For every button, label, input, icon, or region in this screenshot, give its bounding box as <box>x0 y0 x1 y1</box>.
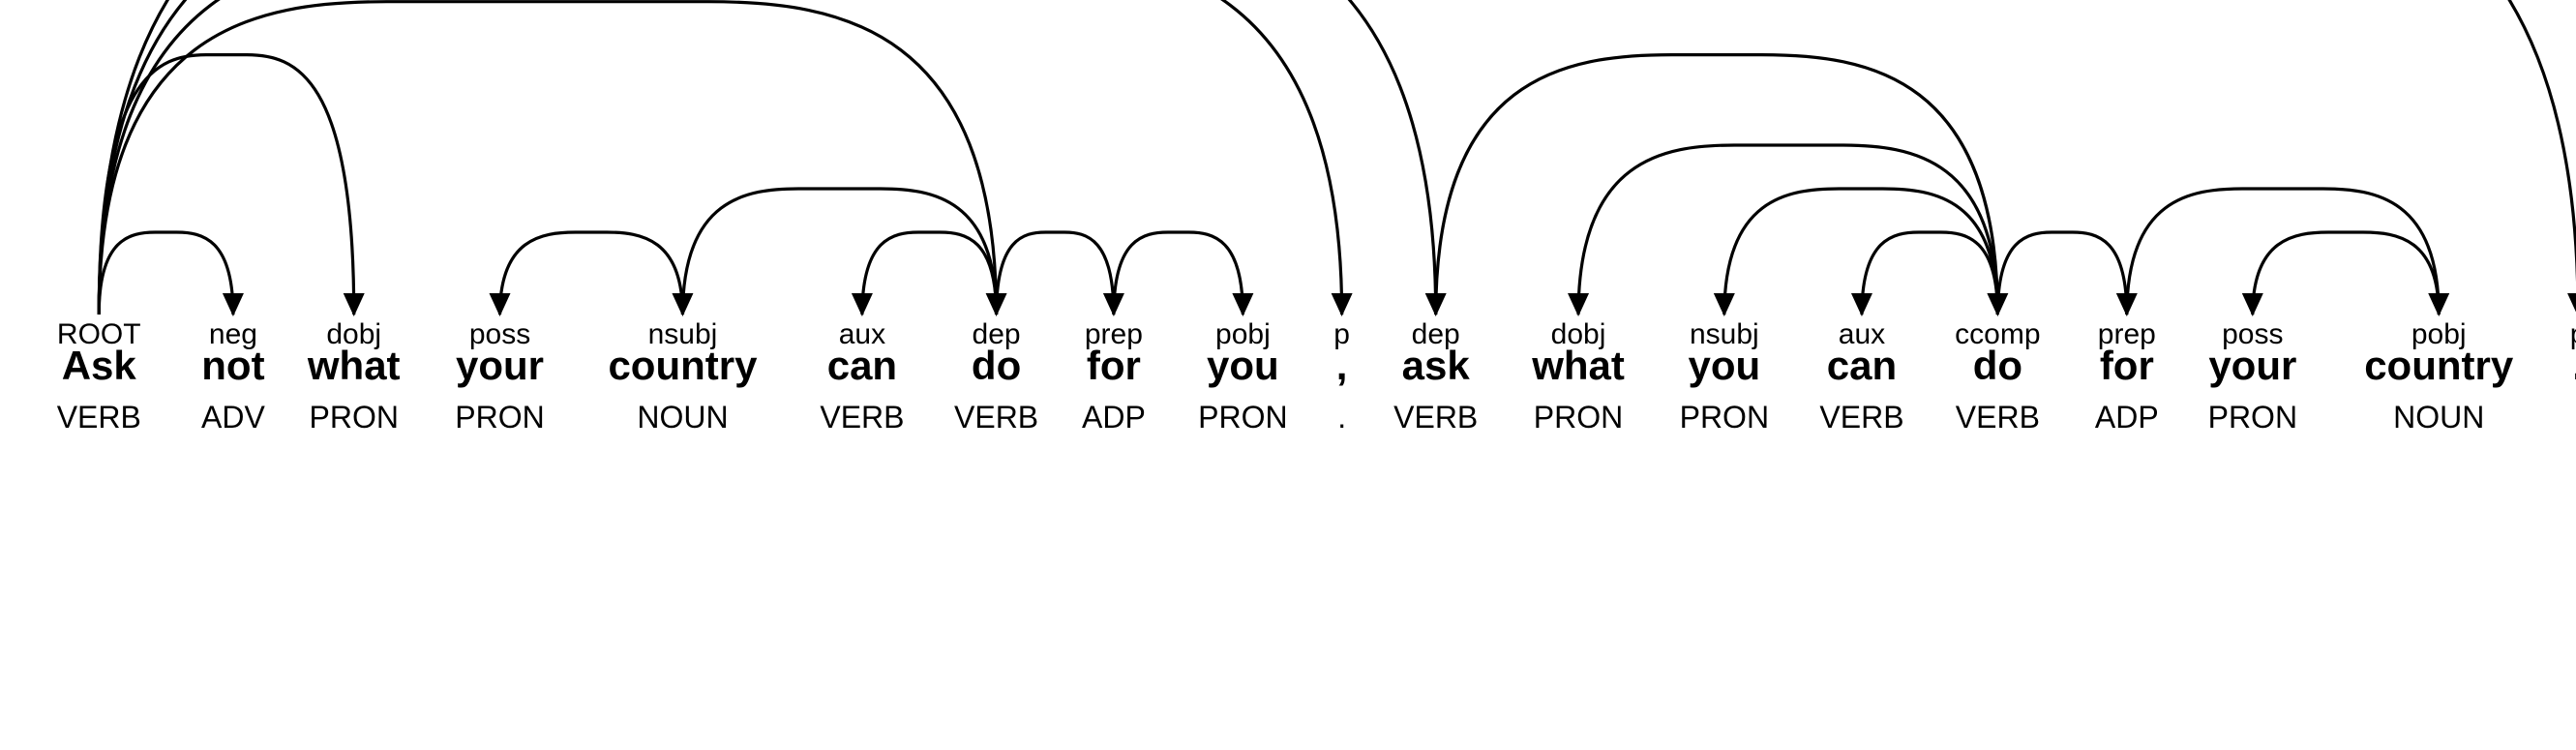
token-text-1[interactable]: not <box>201 343 264 388</box>
pos-tag-1: ADV <box>201 400 265 435</box>
dependency-arc-prep-14 <box>1995 230 2129 315</box>
pos-tag-13: VERB <box>1819 400 1903 435</box>
dep-label-8: pobj <box>1215 318 1271 350</box>
pos-tag-4: NOUN <box>637 400 728 435</box>
dep-label-1: neg <box>209 318 257 350</box>
dep-label-11: dobj <box>1551 318 1606 350</box>
token-text-5[interactable]: can <box>827 343 897 388</box>
dep-label-5: aux <box>839 318 885 350</box>
token-text-16[interactable]: your <box>2208 343 2296 388</box>
dep-label-16: poss <box>2222 318 2283 350</box>
dep-label-10: dep <box>1412 318 1460 350</box>
pos-tag-0: VERB <box>57 400 141 435</box>
dep-label-6: dep <box>973 318 1021 350</box>
arrowhead-pobj-7 <box>1232 293 1254 316</box>
pos-tag-14: VERB <box>1956 400 2040 435</box>
arrowhead-poss-15 <box>2241 293 2263 316</box>
pos-tag-9: . <box>1337 400 1346 435</box>
dep-labels-layer: ROOT neg dobj poss nsubj aux dep prep pobj p dep do… <box>57 318 2576 350</box>
pos-tag-8: PRON <box>1198 400 1287 435</box>
arrowheads-layer <box>222 293 2576 316</box>
arrowhead-dep-9 <box>1424 293 1447 316</box>
pos-tag-7: ADP <box>1082 400 1146 435</box>
token-text-7[interactable]: for <box>1087 343 1141 388</box>
dependency-arc-aux-12 <box>1860 230 1999 315</box>
dep-label-14: ccomp <box>1955 318 2040 350</box>
arrowhead-dep-5 <box>985 293 1007 316</box>
dep-label-7: prep <box>1085 318 1143 350</box>
arrowhead-p-17 <box>2567 293 2576 313</box>
pos-tag-18: . <box>2574 400 2576 435</box>
dependency-arc-p-8 <box>97 0 1344 315</box>
dependency-arc-dep-9 <box>97 0 1438 315</box>
arrowhead-prep-14 <box>2115 293 2138 316</box>
dependency-arc-dobj-10 <box>1576 143 1999 315</box>
arrowhead-ccomp-13 <box>1987 293 2009 316</box>
token-text-12[interactable]: you <box>1688 343 1760 388</box>
dependency-arc-aux-4 <box>860 230 999 315</box>
dependency-arc-p-17 <box>97 0 2576 315</box>
arrowhead-aux-4 <box>851 293 873 316</box>
dep-label-13: aux <box>1839 318 1885 350</box>
dependency-arc-neg-0 <box>97 230 235 315</box>
token-text-9[interactable]: , <box>1336 343 1348 388</box>
dependency-arc-dep-5 <box>97 0 999 315</box>
arrowhead-neg-0 <box>222 293 244 316</box>
pos-tag-15: ADP <box>2095 400 2159 435</box>
arrowhead-nsubj-3 <box>672 293 694 316</box>
token-text-15[interactable]: for <box>2100 343 2154 388</box>
dep-label-2: dobj <box>326 318 381 350</box>
arrowhead-prep-6 <box>1102 293 1124 316</box>
dep-label-17: pobj <box>2411 318 2467 350</box>
pos-tag-2: PRON <box>309 400 398 435</box>
pos-tag-3: PRON <box>455 400 544 435</box>
token-text-8[interactable]: you <box>1207 343 1279 388</box>
dependency-arc-pobj-16 <box>2125 187 2441 315</box>
token-text-13[interactable]: can <box>1827 343 1897 388</box>
token-text-4[interactable]: country <box>608 343 758 388</box>
token-text-18[interactable]: . <box>2572 343 2576 388</box>
dep-label-3: poss <box>469 318 530 350</box>
pos-tag-17: NOUN <box>2393 400 2484 435</box>
token-text-6[interactable]: do <box>972 343 1021 388</box>
dep-label-18: p <box>2570 318 2576 350</box>
token-text-14[interactable]: do <box>1973 343 2022 388</box>
dependency-arc-poss-15 <box>2251 230 2441 315</box>
arrowhead-p-8 <box>1331 293 1353 316</box>
arrowhead-aux-12 <box>1850 293 1872 316</box>
arrowhead-nsubj-11 <box>1713 293 1735 316</box>
dep-label-15: prep <box>2098 318 2156 350</box>
token-text-10[interactable]: ask <box>1402 343 1471 388</box>
token-text-0[interactable]: Ask <box>62 343 137 388</box>
dependency-arc-poss-2 <box>497 230 685 315</box>
pos-tag-10: VERB <box>1393 400 1478 435</box>
dependency-arc-prep-6 <box>994 230 1116 315</box>
pos-tag-16: PRON <box>2208 400 2297 435</box>
arrowhead-poss-2 <box>489 293 511 316</box>
token-text-17[interactable]: country <box>2364 343 2514 388</box>
dep-label-12: nsubj <box>1690 318 1759 350</box>
dependency-arc-dobj-1 <box>97 53 356 315</box>
dependency-arc-nsubj-11 <box>1722 187 1999 315</box>
token-text-11[interactable]: what <box>1531 343 1625 388</box>
dep-label-4: nsubj <box>648 318 718 350</box>
arrowhead-dobj-1 <box>343 293 365 316</box>
pos-tag-5: VERB <box>820 400 904 435</box>
arrowhead-pobj-16 <box>2428 293 2450 316</box>
pos-tag-12: PRON <box>1680 400 1769 435</box>
dependency-arc-pobj-7 <box>1112 230 1244 315</box>
pos-tag-11: PRON <box>1534 400 1623 435</box>
pos-tag-6: VERB <box>954 400 1038 435</box>
dep-label-9: p <box>1333 318 1350 350</box>
pos-tags-layer: VERB ADV PRON PRON NOUN VERB VERB ADP PRON. VERB P… <box>57 400 2576 435</box>
arcs-layer <box>97 0 2576 315</box>
dependency-arc-nsubj-3 <box>680 187 999 315</box>
token-text-3[interactable]: your <box>456 343 544 388</box>
token-text-2[interactable]: what <box>307 343 401 388</box>
dep-label-0: ROOT <box>57 318 141 350</box>
dependency-arc-ccomp-13 <box>1434 53 1999 315</box>
arrowhead-dobj-10 <box>1568 293 1590 316</box>
